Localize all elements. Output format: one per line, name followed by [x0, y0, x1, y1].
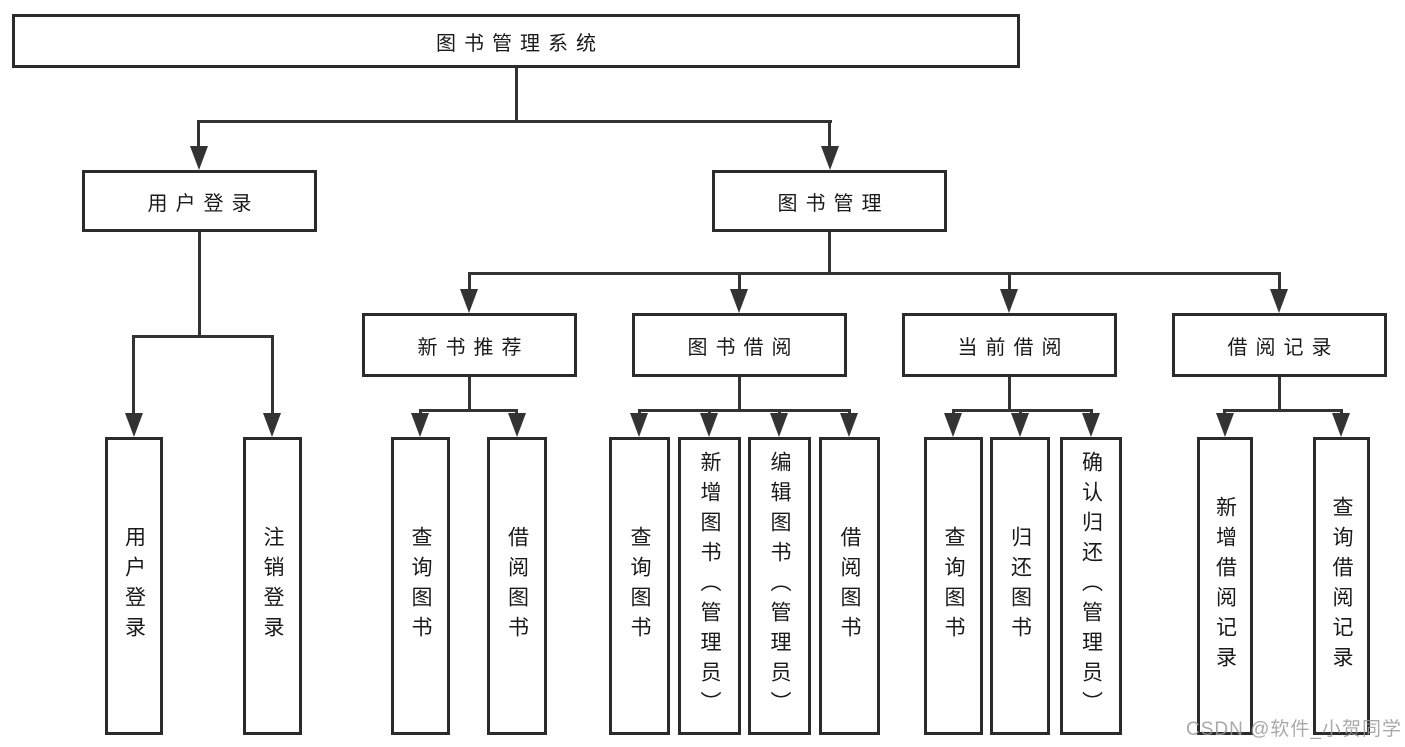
- arrow-down-icon: [190, 146, 208, 170]
- connector-line: [1008, 272, 1011, 291]
- node-current-borrowing: 当前借阅: [902, 313, 1117, 377]
- arrow-down-icon: [1011, 413, 1029, 437]
- leaf-edit-books-admin-label: 编辑图书（管理员）: [768, 451, 791, 721]
- node-root-label: 图书管理系统: [436, 32, 604, 55]
- connector-line: [271, 335, 274, 415]
- node-book-borrowing: 图书借阅: [632, 313, 847, 377]
- leaf-user-login-label: 用户登录: [122, 526, 146, 646]
- arrow-down-icon: [1082, 413, 1100, 437]
- connector-line: [468, 272, 471, 291]
- node-book-borrowing-label: 图书借阅: [687, 336, 800, 359]
- leaf-return-books-label: 归还图书: [1008, 526, 1032, 646]
- leaf-query-borrow-record: 查询借阅记录: [1313, 437, 1370, 735]
- csdn-watermark: CSDN @软件_小贺同学: [1186, 719, 1402, 740]
- arrow-down-icon: [1216, 413, 1234, 437]
- connector-line: [1278, 272, 1281, 291]
- connector-line: [828, 232, 831, 272]
- leaf-edit-books-admin: 编辑图书（管理员）: [748, 437, 811, 735]
- node-book-management-label: 图书管理: [777, 192, 890, 215]
- leaf-add-books-admin-label: 新增图书（管理员）: [698, 451, 721, 721]
- connector-line: [1225, 409, 1343, 412]
- leaf-return-books: 归还图书: [990, 437, 1050, 735]
- leaf-borrow-books-recommend-label: 借阅图书: [505, 526, 529, 646]
- leaf-logout: 注销登录: [243, 437, 302, 735]
- leaf-confirm-return-admin-label: 确认归还（管理员）: [1079, 451, 1103, 721]
- connector-line: [420, 409, 518, 412]
- arrow-down-icon: [630, 413, 648, 437]
- arrow-down-icon: [700, 413, 718, 437]
- connector-line: [1008, 377, 1011, 409]
- arrow-down-icon: [508, 413, 526, 437]
- leaf-confirm-return-admin: 确认归还（管理员）: [1060, 437, 1122, 735]
- leaf-user-login: 用户登录: [105, 437, 163, 735]
- arrow-down-icon: [1270, 289, 1288, 313]
- arrow-down-icon: [1000, 289, 1018, 313]
- connector-line: [470, 272, 1281, 275]
- leaf-borrow-books-recommend: 借阅图书: [487, 437, 547, 735]
- connector-line: [953, 409, 1092, 412]
- connector-line: [828, 120, 831, 148]
- connector-line: [198, 232, 201, 335]
- connector-line: [1278, 377, 1281, 409]
- node-borrowing-records-label: 借阅记录: [1227, 336, 1340, 359]
- arrow-down-icon: [1332, 413, 1350, 437]
- leaf-query-borrow-record-label: 查询借阅记录: [1330, 496, 1353, 676]
- connector-line: [515, 68, 518, 120]
- leaf-add-books-admin: 新增图书（管理员）: [678, 437, 741, 735]
- arrow-down-icon: [263, 413, 281, 437]
- arrow-down-icon: [460, 289, 478, 313]
- connector-line: [738, 272, 741, 291]
- leaf-add-borrow-record: 新增借阅记录: [1197, 437, 1253, 735]
- connector-line: [468, 377, 471, 409]
- leaf-query-books-borrowing-label: 查询图书: [628, 526, 651, 646]
- arrow-down-icon: [411, 413, 429, 437]
- leaf-add-borrow-record-label: 新增借阅记录: [1213, 496, 1237, 676]
- connector-line: [197, 120, 200, 148]
- node-book-management: 图书管理: [712, 170, 947, 232]
- node-borrowing-records: 借阅记录: [1172, 313, 1387, 377]
- arrow-down-icon: [840, 413, 858, 437]
- leaf-borrow-books-label: 借阅图书: [838, 526, 861, 646]
- leaf-query-books-recommend-label: 查询图书: [409, 526, 432, 646]
- node-current-borrowing-label: 当前借阅: [957, 336, 1070, 359]
- leaf-query-books-borrowing: 查询图书: [609, 437, 670, 735]
- arrow-down-icon: [944, 413, 962, 437]
- node-new-book-recommend: 新书推荐: [362, 313, 577, 377]
- node-user-login-label: 用户登录: [147, 192, 260, 215]
- connector-line: [738, 377, 741, 409]
- node-root: 图书管理系统: [12, 14, 1020, 68]
- arrow-down-icon: [770, 413, 788, 437]
- leaf-query-books-recommend: 查询图书: [391, 437, 450, 735]
- arrow-down-icon: [821, 146, 839, 170]
- connector-line: [639, 409, 851, 412]
- leaf-logout-label: 注销登录: [261, 526, 284, 646]
- arrow-down-icon: [125, 413, 143, 437]
- connector-line: [197, 120, 832, 123]
- leaf-borrow-books: 借阅图书: [819, 437, 880, 735]
- connector-line: [133, 335, 274, 338]
- arrow-down-icon: [730, 289, 748, 313]
- node-user-login: 用户登录: [82, 170, 317, 232]
- leaf-query-books-current-label: 查询图书: [942, 526, 965, 646]
- node-new-book-recommend-label: 新书推荐: [417, 336, 530, 359]
- leaf-query-books-current: 查询图书: [924, 437, 983, 735]
- connector-line: [132, 335, 135, 415]
